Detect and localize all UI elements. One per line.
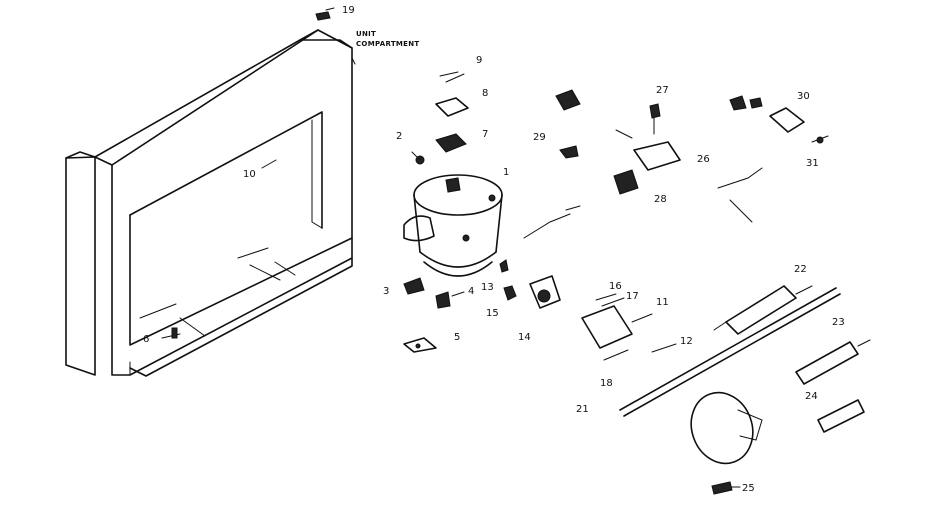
- label-19: 19: [342, 5, 355, 16]
- part-15-valve: [503, 285, 517, 301]
- label-23: 23: [832, 317, 845, 328]
- label-31: 31: [806, 158, 819, 169]
- label-12: 12: [680, 336, 693, 347]
- label-4: 4: [468, 286, 474, 297]
- bracket-30-left: [729, 95, 747, 111]
- label-3: 3: [383, 286, 389, 297]
- label-5: 5: [454, 332, 460, 343]
- bracket-upper: [555, 89, 581, 111]
- label-22: 22: [794, 264, 807, 275]
- part-3-bracket: [403, 277, 425, 295]
- part-12-tube: [651, 343, 677, 353]
- label-13: 13: [481, 282, 494, 293]
- unit-compartment-frame: [65, 29, 356, 377]
- part-23-valve: [795, 339, 871, 385]
- part-30-bracket: [769, 107, 805, 133]
- part-14-fan-motor: [529, 275, 561, 309]
- label-10: 10: [243, 169, 256, 180]
- label-26: 26: [697, 154, 710, 165]
- part-22-drier: [713, 285, 813, 335]
- part-9-clip: [439, 71, 465, 83]
- part-7-relay: [435, 133, 467, 153]
- part-4-mount: [435, 291, 465, 309]
- label-30: 30: [797, 91, 810, 102]
- part-21-tube: [619, 287, 841, 417]
- part-10-screw: [261, 159, 277, 169]
- part-16-mounting-plate: [581, 293, 653, 361]
- label-27: 27: [656, 85, 669, 96]
- compressor: [403, 174, 503, 277]
- wire-harness: [523, 205, 581, 239]
- part-8-cover: [435, 97, 469, 117]
- label-11: 11: [656, 297, 669, 308]
- label-8: 8: [482, 88, 488, 99]
- label-15: 15: [486, 308, 499, 319]
- label-28: 28: [654, 194, 667, 205]
- part-19-clip: [315, 7, 335, 21]
- label-2: 2: [396, 131, 402, 142]
- part-5-grommet: [403, 337, 437, 353]
- wire-lead: [717, 167, 763, 223]
- label-16: 16: [609, 281, 622, 292]
- label-24: 24: [805, 391, 818, 402]
- label-7: 7: [482, 129, 488, 140]
- label-6: 6: [143, 334, 149, 345]
- label-14: 14: [518, 332, 531, 343]
- label-25: 25: [742, 483, 755, 494]
- label-1: 1: [503, 167, 509, 178]
- label-9: 9: [476, 55, 482, 66]
- part-25-screw: [711, 481, 733, 495]
- unit-caption: UNIT: [356, 30, 376, 38]
- compartment-caption: COMPARTMENT: [356, 40, 420, 48]
- blower-housing: [690, 391, 763, 465]
- part-31-screw: [811, 135, 829, 144]
- part-2-grommet: [411, 151, 425, 165]
- bracket-30-mid: [749, 97, 763, 109]
- part-28-switch: [613, 169, 639, 195]
- part-24-valve: [817, 399, 865, 433]
- label-21: 21: [576, 404, 589, 415]
- part-26-control-plate: [615, 103, 681, 171]
- part-13-fitting: [499, 259, 509, 273]
- part-6-bracket: [161, 327, 181, 339]
- label-18: 18: [600, 378, 613, 389]
- part-29-clip: [559, 145, 579, 159]
- label-29: 29: [533, 132, 546, 143]
- label-17: 17: [626, 291, 639, 302]
